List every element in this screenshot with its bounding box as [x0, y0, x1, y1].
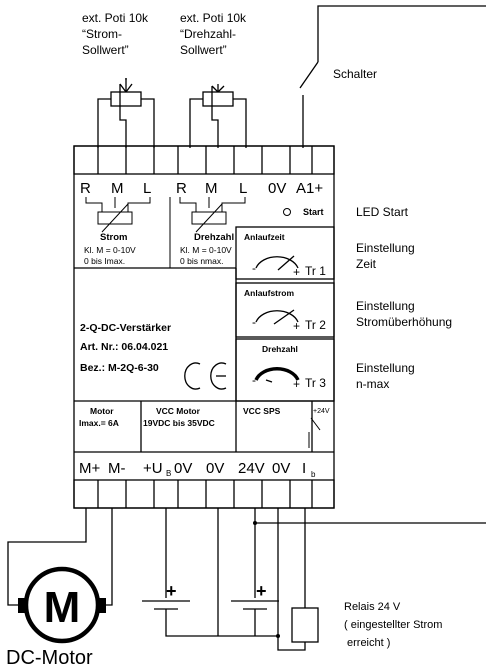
led-start-small-label: Start [303, 207, 324, 217]
terminal-r2: R [176, 180, 187, 197]
module-bez: Bez.: M-2Q-6-30 [80, 362, 159, 374]
trimmer-2-desc-2: Stromüberhöhung [356, 315, 452, 329]
relay-label-1: Relais 24 V [344, 601, 401, 613]
strom-info-1: Kl. M = 0-10V [84, 245, 136, 255]
relay-wiring [277, 508, 319, 651]
ce-mark-icon [184, 362, 227, 390]
plus24v-label: +24V [313, 408, 330, 415]
motor-supply-wiring [142, 508, 278, 637]
led-start-label: LED Start [356, 205, 409, 219]
pot-strom-label-1: ext. Poti 10k [82, 11, 149, 25]
strom-setpoint-block [85, 197, 171, 268]
trimmer-3-desc-1: Einstellung [356, 361, 415, 375]
trimmer-2-desc-1: Einstellung [356, 299, 415, 313]
trimmer-3-desc-2: n-max [356, 377, 389, 391]
terminal-ub-sub: B [166, 469, 171, 478]
terminal-0v: 0V [268, 180, 286, 197]
pot-strom-label-3: Sollwert” [82, 43, 129, 57]
trimmer-2-id: Tr 2 [305, 318, 326, 332]
module-name: 2-Q-DC-Verstärker [80, 322, 171, 334]
pot-drehzahl-symbol [189, 84, 247, 148]
terminal-ub: +U [143, 460, 163, 477]
led-start-icon [283, 208, 291, 216]
terminal-r1: R [80, 180, 91, 197]
dc-motor-symbol [18, 566, 106, 644]
trimmer-1-name: Anlaufzeit [244, 232, 285, 242]
trimmer-1-desc-1: Einstellung [356, 241, 415, 255]
trimmer-1-desc-2: Zeit [356, 257, 377, 271]
terminal-24v: 24V [238, 460, 265, 477]
terminal-a1: A1+ [296, 180, 323, 197]
trimmer-2-pointer [273, 309, 295, 325]
trimmer-1-arc-icon [255, 256, 299, 269]
trimmer-1-id: Tr 1 [305, 264, 326, 278]
bottom-section-frame [74, 400, 334, 453]
terminal-m2: M [205, 180, 218, 197]
terminal-0v-3: 0V [272, 460, 290, 477]
sps-supply-wiring [231, 508, 486, 638]
drehzahl-title: Drehzahl [194, 232, 234, 243]
trimmer-boxes [235, 226, 335, 402]
trimmer-2-minus: - [252, 315, 256, 329]
terminal-m-minus: M- [108, 460, 126, 477]
motor-section-label-2: Imax.= 6A [79, 418, 119, 428]
trimmer-3-pointer [265, 379, 273, 383]
relay-label-3: erreicht ) [347, 637, 390, 649]
bottom-terminal-row [73, 479, 335, 509]
trimmer-3-id: Tr 3 [305, 376, 326, 390]
pot-drehzahl-label-1: ext. Poti 10k [180, 11, 247, 25]
dc-motor-label: DC-Motor [6, 647, 93, 669]
motor-wiring [7, 508, 113, 606]
module-art-nr: Art. Nr.: 06.04.021 [80, 341, 168, 353]
sps-battery-plus: + [256, 581, 267, 601]
relay-label-2: ( eingestellter Strom [344, 619, 442, 631]
vcc-sps-label: VCC SPS [243, 406, 281, 416]
drehzahl-info-1: Kl. M = 0-10V [180, 245, 232, 255]
terminal-0v-2: 0V [206, 460, 224, 477]
trimmer-2-arc-icon [255, 310, 299, 323]
trimmer-1-minus: - [252, 261, 256, 275]
terminal-0v-1: 0V [174, 460, 192, 477]
pot-strom-symbol [97, 78, 155, 148]
strom-info-2: 0 bis Imax. [84, 256, 125, 266]
trimmer-1-plus: + [293, 265, 300, 279]
trimmer-3-arc-icon [254, 367, 300, 381]
vcc-motor-label-2: 19VDC bis 35VDC [143, 418, 215, 428]
drehzahl-info-2: 0 bis nmax. [180, 256, 223, 266]
motor-battery-plus: + [166, 581, 177, 601]
terminal-ib: I [302, 460, 306, 477]
top-terminal-row [73, 145, 335, 175]
schalter-label: Schalter [333, 67, 377, 81]
pot-drehzahl-label-2: “Drehzahl- [180, 27, 236, 41]
pot-drehzahl-label-3: Sollwert” [180, 43, 227, 57]
trimmer-3-name: Drehzahl [262, 344, 298, 354]
trimmer-3-minus: - [252, 373, 256, 387]
vcc-motor-label-1: VCC Motor [156, 406, 201, 416]
trimmer-1-pointer [277, 255, 295, 271]
terminal-m-plus: M+ [79, 460, 100, 477]
terminal-ib-sub: b [311, 470, 316, 479]
internal-relay-contact-icon [308, 417, 321, 448]
motor-section-label-1: Motor [90, 406, 114, 416]
drehzahl-setpoint-block [179, 197, 246, 233]
terminal-l1: L [143, 180, 151, 197]
trimmer-3-plus: + [293, 377, 300, 391]
trimmer-2-plus: + [293, 319, 300, 333]
pot-strom-label-2: “Strom- [82, 27, 122, 41]
terminal-l2: L [239, 180, 247, 197]
terminal-m1: M [111, 180, 124, 197]
trimmer-2-name: Anlaufstrom [244, 288, 295, 298]
strom-title: Strom [100, 232, 127, 243]
switch-wire [299, 5, 486, 148]
motor-symbol-letter: M [44, 583, 81, 632]
